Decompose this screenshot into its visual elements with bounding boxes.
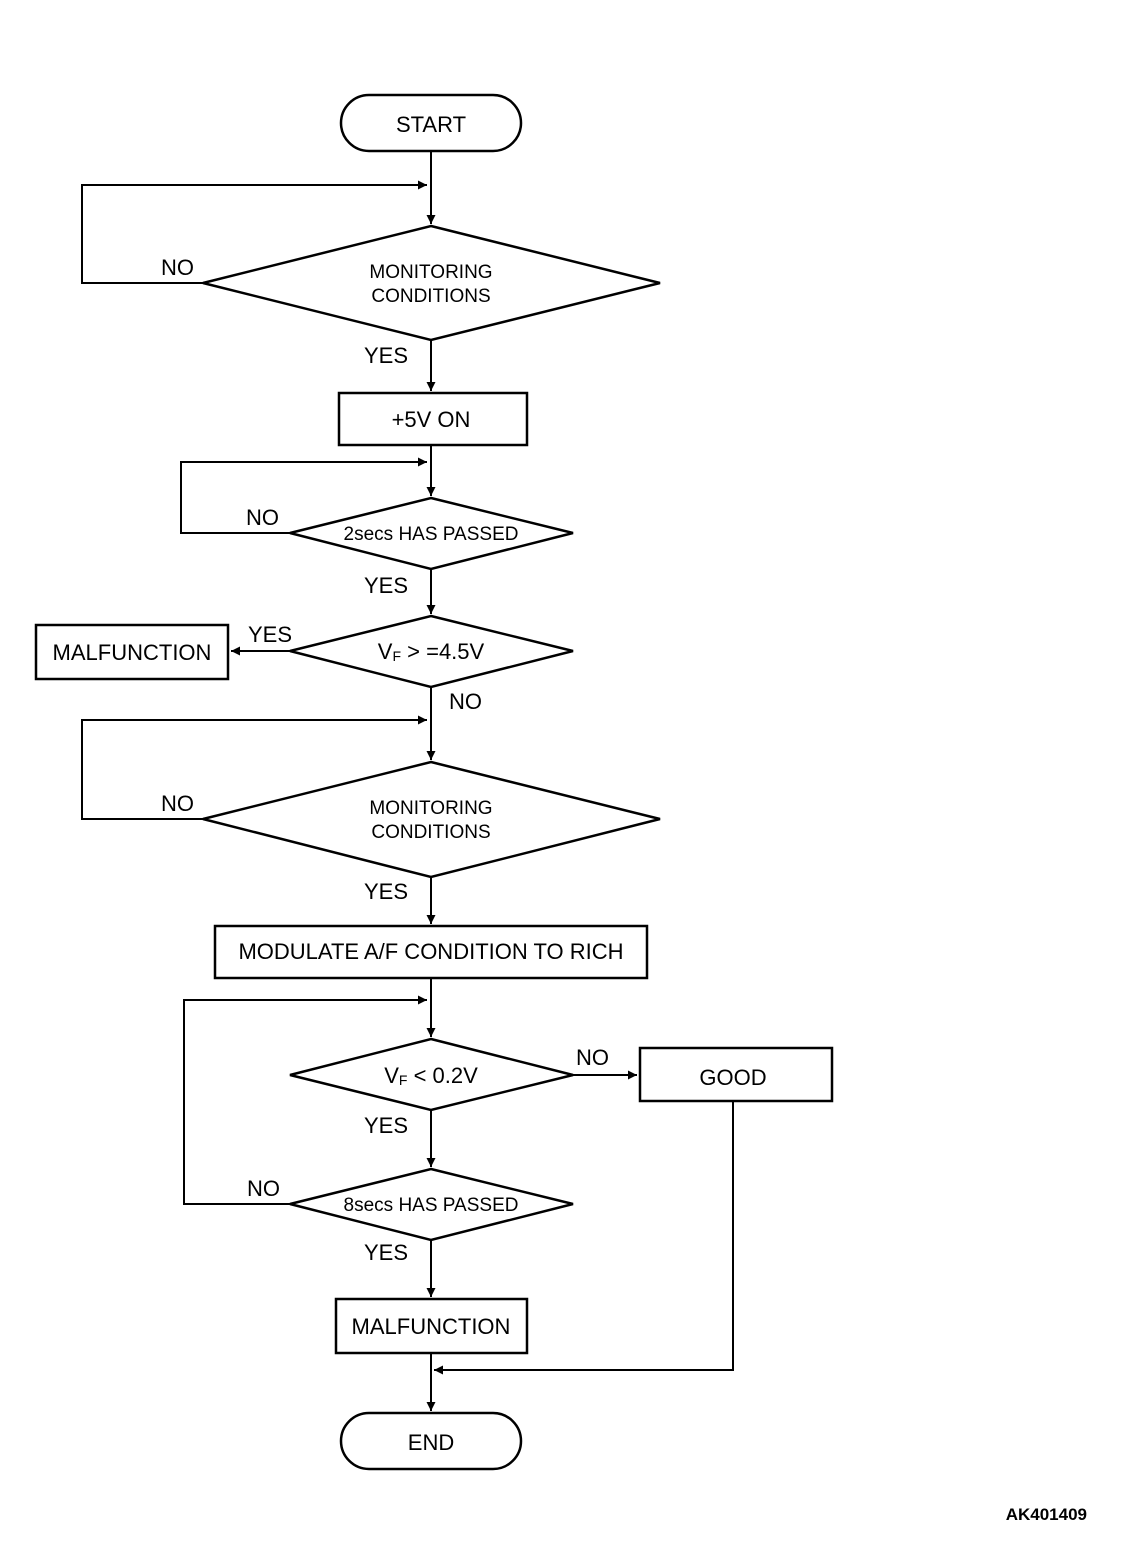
- decision-8secs-label: 8secs HAS PASSED: [344, 1195, 519, 1216]
- start-terminal: [339, 93, 523, 153]
- decision-monitoring-1: [202, 224, 661, 342]
- start-label: START: [396, 112, 466, 137]
- malfunction-1-box: [34, 623, 230, 681]
- good-label: GOOD: [699, 1065, 766, 1090]
- process-modulate-label: MODULATE A/F CONDITION TO RICH: [238, 939, 623, 964]
- figure-code: AK401409: [1006, 1505, 1087, 1524]
- decision-monitoring-2: [202, 760, 661, 879]
- vf-high-subscript: F: [392, 648, 401, 664]
- decision-vf-low-label: VF < 0.2V: [384, 1063, 478, 1088]
- decision-vf-low: [289, 1037, 574, 1112]
- label-monitoring-2-yes: YES: [364, 879, 408, 904]
- vf-low-symbol: V: [384, 1063, 399, 1088]
- connectors: [81, 151, 734, 1411]
- monitoring-2-line1: MONITORING: [369, 798, 492, 819]
- label-monitoring-2-no: NO: [161, 791, 194, 816]
- decision-2secs-label: 2secs HAS PASSED: [344, 524, 519, 545]
- decision-2secs: [289, 496, 574, 571]
- label-vf-high-no: NO: [449, 689, 482, 714]
- label-8secs-yes: YES: [364, 1240, 408, 1265]
- vf-low-condition: < 0.2V: [407, 1063, 478, 1088]
- process-5v-on: [337, 391, 529, 447]
- label-8secs-no: NO: [247, 1176, 280, 1201]
- process-modulate: [213, 924, 649, 980]
- label-vf-low-no: NO: [576, 1045, 609, 1070]
- label-2secs-no: NO: [246, 505, 279, 530]
- arrow-good-to-end: [434, 1101, 734, 1375]
- malfunction-1-label: MALFUNCTION: [53, 640, 212, 665]
- process-5v-on-label: +5V ON: [392, 407, 471, 432]
- label-monitoring-1-no: NO: [161, 255, 194, 280]
- loop-monitoring-2-no: [81, 715, 427, 820]
- decision-vf-high-label: VF > =4.5V: [378, 639, 485, 664]
- loop-2secs-no: [180, 457, 427, 534]
- end-terminal: [339, 1411, 523, 1471]
- malfunction-2-label: MALFUNCTION: [352, 1314, 511, 1339]
- label-monitoring-1-yes: YES: [364, 343, 408, 368]
- loop-8secs-no: [183, 995, 427, 1205]
- decision-8secs: [289, 1167, 574, 1242]
- label-vf-low-yes: YES: [364, 1113, 408, 1138]
- label-2secs-yes: YES: [364, 573, 408, 598]
- label-vf-high-yes: YES: [248, 622, 292, 647]
- decision-vf-high: [289, 614, 574, 689]
- end-label: END: [408, 1430, 454, 1455]
- monitoring-1-line1: MONITORING: [369, 262, 492, 283]
- malfunction-2-box: [334, 1297, 529, 1355]
- loop-monitoring-1-no: [81, 180, 427, 284]
- good-box: [638, 1046, 834, 1103]
- monitoring-1-line2: CONDITIONS: [371, 286, 490, 307]
- vf-low-subscript: F: [399, 1072, 408, 1088]
- vf-high-symbol: V: [378, 639, 393, 664]
- monitoring-2-line2: CONDITIONS: [371, 822, 490, 843]
- vf-high-condition: > =4.5V: [401, 639, 485, 664]
